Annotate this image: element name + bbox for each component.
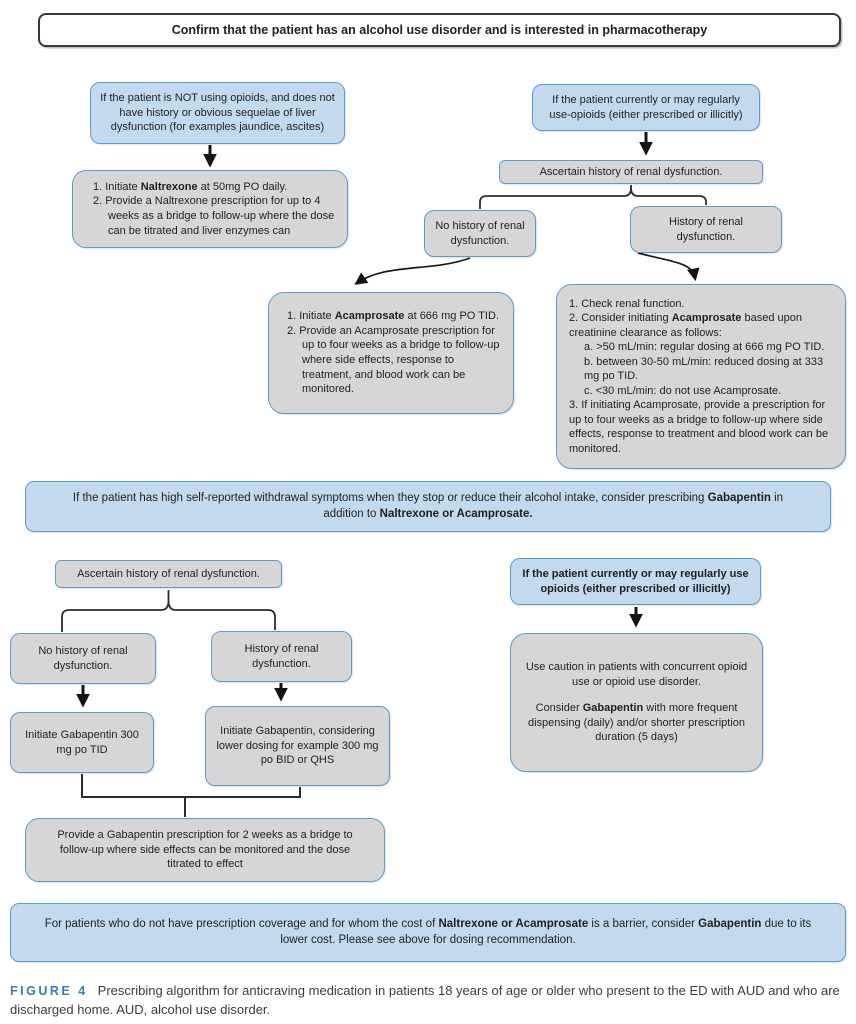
node-ascertain-renal-2: Ascertain history of renal dysfunction.: [55, 560, 282, 588]
confirm-aud-banner: Confirm that the patient has an alcohol …: [38, 13, 841, 47]
node-gabapentin-lower-dose: Initiate Gabapentin, considering lower d…: [205, 706, 390, 786]
node-initiate-acamprosate: 1. Initiate Acamprosate at 666 mg PO TID…: [268, 292, 514, 414]
arrow-nohistory1-to-acamprosate: [354, 257, 471, 285]
node-using-opioids-top: If the patient currently or may regularl…: [532, 84, 760, 131]
connector-split-lower-right: [167, 600, 276, 630]
node-initiate-naltrexone: 1. Initiate Naltrexone at 50mg PO daily.…: [72, 170, 348, 248]
figure-caption-text: Prescribing algorithm for anticraving me…: [10, 983, 840, 1017]
node-gabapentin-bridge: Provide a Gabapentin prescription for 2 …: [25, 818, 385, 882]
node-no-history-renal-1: No history of renal dysfunction.: [424, 210, 536, 257]
node-gabapentin-tid: Initiate Gabapentin 300 mg po TID: [10, 712, 154, 773]
connector-split-top-right: [630, 187, 707, 205]
node-opioid-caution: Use caution in patients with concurrent …: [510, 633, 763, 772]
figure-label: FIGURE 4: [10, 984, 88, 998]
node-not-using-opioids: If the patient is NOT using opioids, and…: [90, 82, 345, 144]
connector-split-top-left: [479, 185, 632, 209]
arrow-history1-to-renalbig: [637, 252, 700, 282]
node-history-renal-1: History of renal dysfunction.: [630, 206, 782, 253]
node-using-opioids-lower: If the patient currently or may regularl…: [510, 558, 761, 605]
node-no-history-renal-2: No history of renal dysfunction.: [10, 633, 156, 684]
band-cost-barrier: For patients who do not have prescriptio…: [10, 903, 846, 962]
node-check-renal-function: 1. Check renal function.2. Consider init…: [556, 284, 846, 469]
node-ascertain-renal-1: Ascertain history of renal dysfunction.: [499, 160, 763, 184]
band-withdrawal-gabapentin: If the patient has high self-reported wi…: [25, 481, 831, 532]
node-history-renal-2: History of renal dysfunction.: [211, 631, 352, 682]
connector-split-lower-left: [61, 590, 170, 632]
